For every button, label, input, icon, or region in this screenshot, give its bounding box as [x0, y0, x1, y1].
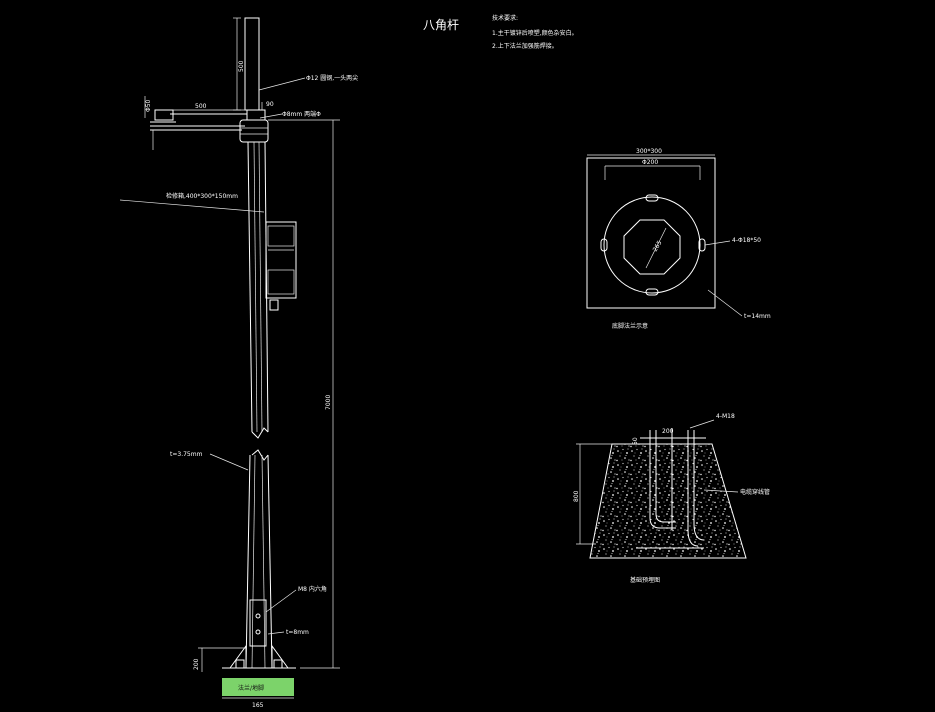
dim-flange-phi200: Φ200 [642, 159, 658, 166]
dim-foundation-50: 50 [632, 437, 639, 445]
label-inspection-box: 检修箱,400*300*150mm [166, 192, 238, 200]
dim-arm-500: 500 [195, 103, 207, 110]
dim-foundation-200: 200 [662, 428, 674, 435]
label-wall-thickness: t=3.75mm [170, 451, 203, 458]
foundation-section: 4-M18 200 50 800 电缆穿线管 基础预埋图 [573, 413, 770, 584]
caption-flange: 底脚法兰示意 [612, 322, 648, 330]
flange-plan: 300*300 Φ200 265 4-Φ18*50 t=14mm 底脚法兰示意 [586, 148, 771, 330]
label-bolt-m8: M8 内六角 [298, 585, 327, 593]
label-conduit: 电缆穿线管 [740, 488, 770, 496]
dim-phi50: Φ50 [145, 99, 152, 112]
label-base-highlight: 法兰/地脚 [238, 684, 264, 692]
dim-top-mast: 500 [238, 60, 245, 72]
notes-line-2: 2.上下法兰加强筋焊接。 [492, 42, 558, 50]
drawing-title: 八角杆 [423, 18, 459, 32]
dim-base-200: 200 [193, 658, 200, 670]
dim-7000: 7000 [325, 395, 332, 410]
label-flange-thickness-14: t=14mm [744, 313, 771, 320]
label-anchor-bolts: 4-M18 [716, 413, 735, 420]
label-arm: Φ8mm 两端Φ [282, 110, 321, 118]
dim-165: 165 [252, 702, 264, 709]
label-top-cap: Φ12 圆钢,一头两尖 [306, 74, 358, 82]
label-flange-holes: 4-Φ18*50 [732, 237, 761, 244]
label-flange-thickness: t=8mm [286, 629, 309, 636]
dim-foundation-800: 800 [573, 490, 580, 502]
dim-flange-300: 300*300 [636, 148, 662, 155]
dim-flange-diagonal: 265 [652, 239, 664, 253]
caption-foundation: 基础预埋图 [630, 576, 660, 584]
notes-heading: 技术要求: [492, 14, 518, 22]
pole-elevation: 500 Φ12 圆钢,一头两尖 90 Φ8mm 两端Φ 500 Φ50 [119, 17, 358, 709]
notes-line-1: 1.主干镀锌后喷塑,颜色杂安白。 [492, 29, 578, 37]
dim-90: 90 [266, 101, 274, 108]
